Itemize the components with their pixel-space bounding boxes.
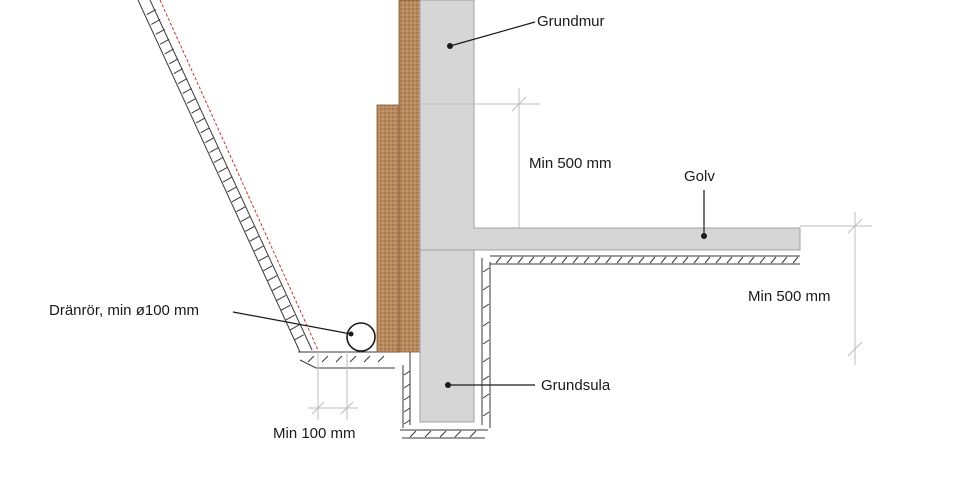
dimension-min100 xyxy=(308,352,358,420)
grundsula-leader xyxy=(445,382,535,388)
foundation-wall-concrete xyxy=(419,0,801,423)
grundmur-leader xyxy=(447,21,536,49)
slope-membrane-line xyxy=(159,0,319,351)
label-grundsula: Grundsula xyxy=(541,377,611,394)
label-dranror: Dränrör, min ø100 mm xyxy=(49,302,199,319)
drain-pipe xyxy=(346,322,376,352)
label-golv: Golv xyxy=(684,168,715,185)
slope-soil-hatching xyxy=(137,0,313,353)
under-slab-hatching xyxy=(490,255,800,265)
insulation-board-inner xyxy=(398,0,421,353)
label-grundmur: Grundmur xyxy=(537,13,605,30)
golv-leader xyxy=(701,190,707,239)
label-min500-upper: Min 500 mm xyxy=(529,155,612,172)
label-min100: Min 100 mm xyxy=(273,425,356,442)
footing-pit-left-hatching xyxy=(400,352,488,439)
label-min500-lower: Min 500 mm xyxy=(748,288,831,305)
dimension-min500-lower xyxy=(800,212,872,365)
insulation-board-outer xyxy=(376,104,400,353)
dimension-min500-upper xyxy=(420,88,540,228)
trench-bottom-hatching xyxy=(298,351,400,369)
footing-pit-right-hatching xyxy=(481,258,491,428)
dranror-leader xyxy=(232,311,354,337)
